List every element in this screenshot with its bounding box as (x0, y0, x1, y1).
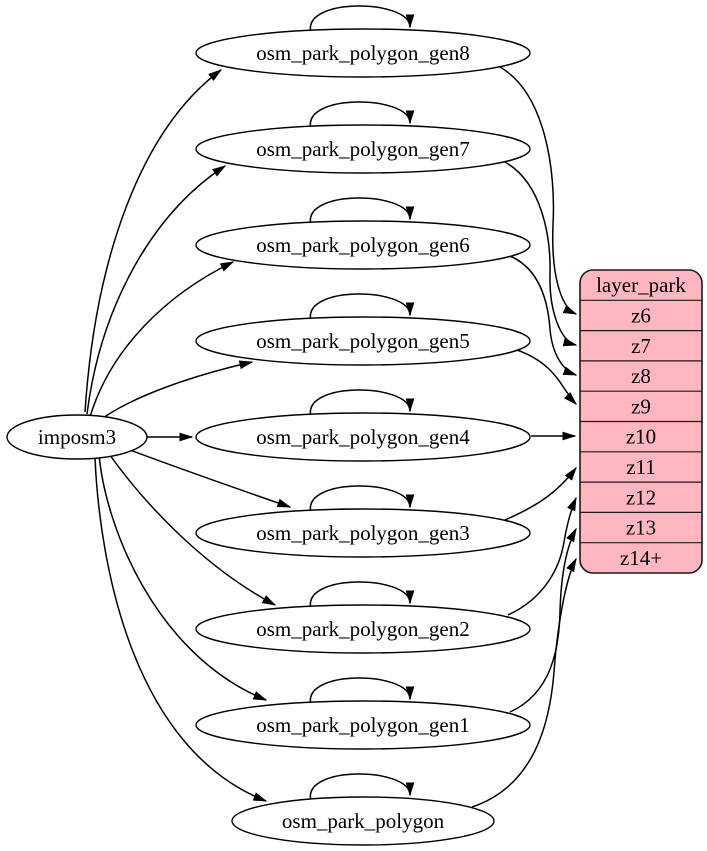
node-imposm3: imposm3 (6, 414, 148, 460)
node-ellipse-osm_park_polygon_gen2 (195, 604, 531, 654)
edge-osm_park_polygon_gen8-to-z6 (499, 66, 578, 315)
self-loop-osm_park_polygon_gen6 (309, 197, 415, 226)
table-layer_park: layer_park z6 z7 z8 z9 z10 z11 z12 z13 z14+ (579, 269, 703, 574)
node-osm_park_polygon_gen3: osm_park_polygon_gen3 (195, 508, 531, 558)
node-ellipse-osm_park_polygon_gen5 (195, 316, 531, 366)
node-label-osm_park_polygon_gen5: osm_park_polygon_gen5 (256, 329, 469, 353)
edge-imposm3-to-osm_park_polygon_gen8 (84, 69, 223, 413)
node-label-osm_park_polygon_gen4: osm_park_polygon_gen4 (256, 425, 470, 449)
edge-imposm3-to-osm_park_polygon_gen6 (89, 261, 235, 418)
node-ellipse-osm_park_polygon_gen6 (195, 220, 531, 270)
table-row-label-z13: z13 (626, 516, 656, 540)
node-label-osm_park_polygon_gen3: osm_park_polygon_gen3 (256, 521, 469, 545)
node-label-osm_park_polygon_gen8: osm_park_polygon_gen8 (256, 41, 469, 65)
table-row-label-z6: z6 (631, 303, 651, 327)
self-loop-osm_park_polygon_gen2 (309, 581, 415, 610)
table-row-label-z11: z11 (626, 455, 656, 479)
node-osm_park_polygon: osm_park_polygon (231, 796, 495, 846)
self-loop-osm_park_polygon_gen1 (309, 677, 415, 706)
table-row-label-z14+: z14+ (620, 546, 662, 570)
node-label-osm_park_polygon_gen2: osm_park_polygon_gen2 (256, 617, 469, 641)
edges-layer (84, 5, 578, 808)
edge-osm_park_polygon_gen7-to-z7 (504, 161, 578, 347)
edge-imposm3-to-osm_park_polygon_gen2 (106, 450, 277, 606)
node-label-osm_park_polygon_gen6: osm_park_polygon_gen6 (256, 233, 469, 257)
node-ellipse-osm_park_polygon_gen3 (195, 508, 531, 558)
self-loop-osm_park_polygon_gen3 (309, 485, 415, 514)
edge-imposm3-to-osm_park_polygon (94, 457, 268, 802)
self-loop-osm_park_polygon_gen5 (309, 293, 415, 322)
node-label-imposm3: imposm3 (38, 425, 116, 449)
node-osm_park_polygon_gen6: osm_park_polygon_gen6 (195, 220, 531, 270)
table-row-label-z12: z12 (626, 485, 656, 509)
self-loop-osm_park_polygon_gen8 (309, 5, 415, 34)
edge-osm_park_polygon-to-z14+ (471, 557, 577, 808)
node-osm_park_polygon_gen5: osm_park_polygon_gen5 (195, 316, 531, 366)
table-row-label-z9: z9 (631, 394, 651, 418)
edge-osm_park_polygon_gen6-to-z8 (509, 255, 578, 376)
node-ellipse-osm_park_polygon_gen8 (195, 28, 531, 78)
table-row-label-z8: z8 (631, 364, 651, 388)
edge-imposm3-to-osm_park_polygon_gen5 (99, 360, 254, 421)
node-label-osm_park_polygon_gen1: osm_park_polygon_gen1 (256, 713, 469, 737)
node-ellipse-imposm3 (6, 414, 148, 460)
edge-imposm3-to-osm_park_polygon_gen3 (121, 446, 292, 508)
node-ellipse-osm_park_polygon_gen4 (195, 412, 531, 462)
node-ellipse-osm_park_polygon (231, 796, 495, 846)
node-osm_park_polygon_gen4: osm_park_polygon_gen4 (195, 412, 531, 462)
nodes-layer: imposm3 osm_park_polygon_gen8 osm_park_pol… (6, 28, 531, 846)
node-ellipse-osm_park_polygon_gen1 (195, 700, 531, 750)
node-label-osm_park_polygon_gen7: osm_park_polygon_gen7 (256, 137, 469, 161)
edge-osm_park_polygon_gen1-to-z13 (509, 527, 577, 713)
table-row-label-z7: z7 (631, 334, 651, 358)
edge-imposm3-to-osm_park_polygon_gen7 (86, 165, 227, 415)
edge-osm_park_polygon_gen3-to-z11 (504, 466, 577, 521)
table-header-label: layer_park (596, 273, 686, 297)
self-loop-osm_park_polygon (309, 773, 415, 802)
node-osm_park_polygon_gen2: osm_park_polygon_gen2 (195, 604, 531, 654)
edge-osm_park_polygon_gen2-to-z12 (507, 496, 577, 616)
edge-imposm3-to-osm_park_polygon_gen1 (98, 453, 268, 701)
node-osm_park_polygon_gen1: osm_park_polygon_gen1 (195, 700, 531, 750)
node-osm_park_polygon_gen8: osm_park_polygon_gen8 (195, 28, 531, 78)
self-loop-osm_park_polygon_gen4 (309, 389, 415, 418)
node-osm_park_polygon_gen7: osm_park_polygon_gen7 (195, 124, 531, 174)
edge-osm_park_polygon_gen5-to-z9 (516, 349, 577, 405)
table-layer: layer_park z6 z7 z8 z9 z10 z11 z12 z13 z14+ (579, 269, 703, 574)
node-ellipse-osm_park_polygon_gen7 (195, 124, 531, 174)
self-loop-osm_park_polygon_gen7 (309, 101, 415, 130)
table-row-label-z10: z10 (626, 425, 656, 449)
node-label-osm_park_polygon: osm_park_polygon (282, 809, 445, 833)
